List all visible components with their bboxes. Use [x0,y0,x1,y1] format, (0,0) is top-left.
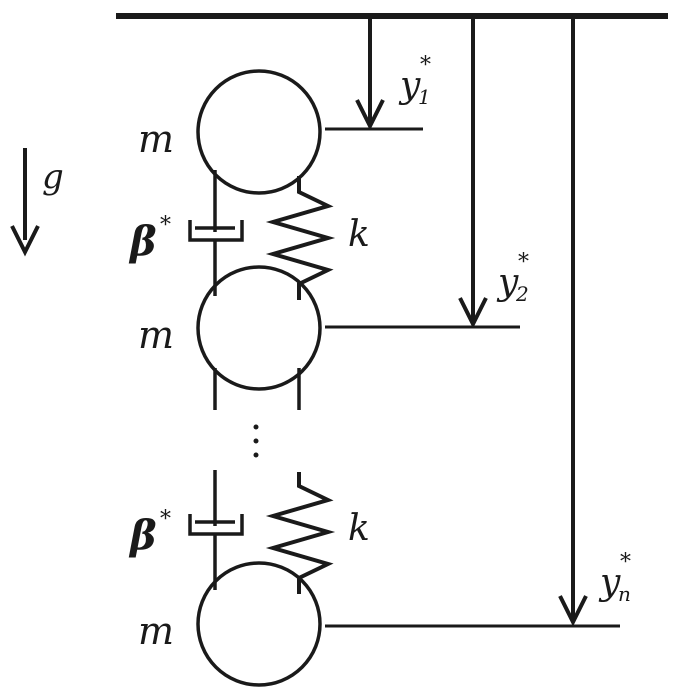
ellipsis-dots [253,424,259,458]
damper-n [188,470,244,590]
svg-text:y: y [496,262,519,303]
svg-text:y: y [398,65,421,106]
svg-text:β: β [128,512,157,559]
spring-n [265,472,336,594]
damper-1-label: β * [128,213,171,265]
svg-text:y: y [598,562,621,603]
svg-text:*: * [620,550,631,575]
svg-text:*: * [160,213,171,238]
displacement-arrow-n [558,18,588,627]
mass-2-label: m [138,313,174,357]
displacement-label-n: y n * [598,550,631,606]
spring-1 [265,176,336,300]
mass-1 [196,69,322,195]
svg-text:β: β [128,218,157,265]
svg-text:*: * [160,507,171,532]
svg-text:*: * [518,250,529,275]
svg-text:1: 1 [418,85,431,109]
damper-1 [188,170,244,296]
damper-n-label: β * [128,507,171,559]
mass-1-label: m [138,117,174,161]
displacement-arrow-2 [458,18,488,329]
mass-n [196,561,322,687]
displacement-label-1: y 1 * [398,53,431,109]
gravity-label: g [42,157,64,197]
displacement-arrow-1 [355,18,385,131]
gravity-arrow [10,148,40,257]
spring-1-label: k [348,214,370,255]
spring-n-label: k [348,508,370,549]
svg-text:*: * [420,53,431,78]
svg-text:n: n [618,582,631,606]
mass-2 [196,265,322,391]
mass-n-label: m [138,609,174,653]
svg-text:2: 2 [515,282,529,306]
displacement-label-2: y 2 * [496,250,529,306]
